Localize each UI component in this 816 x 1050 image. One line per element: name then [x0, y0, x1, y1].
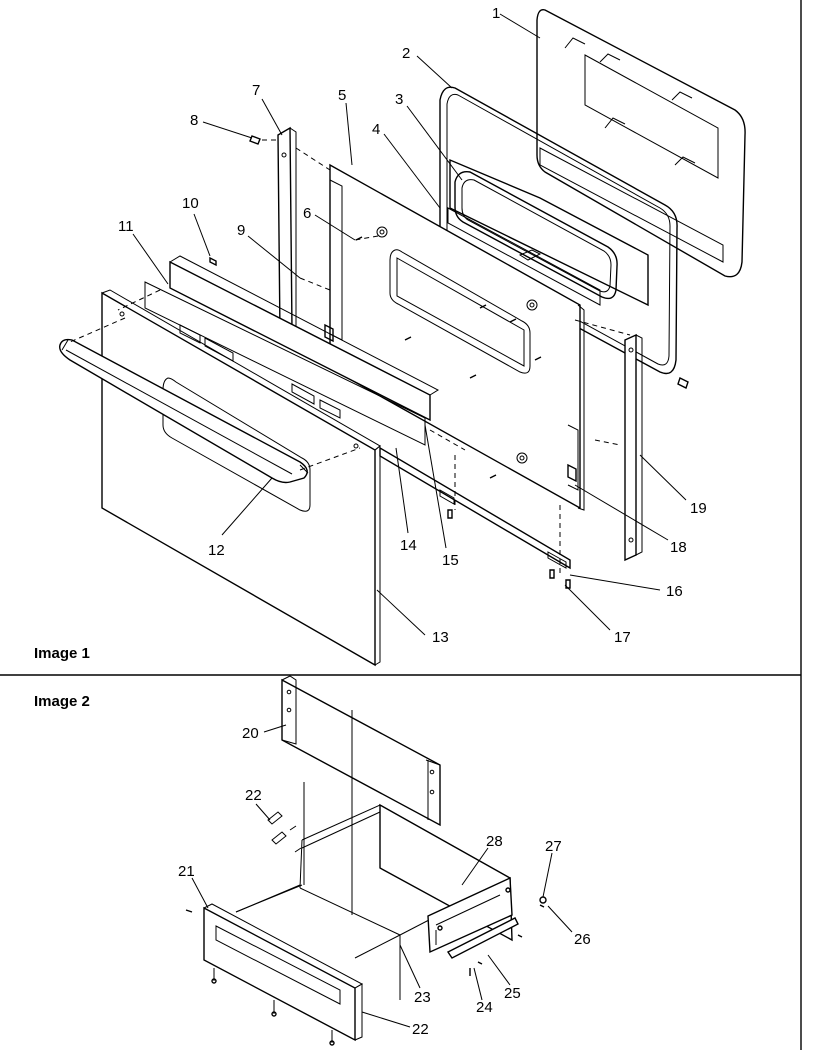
part-2-gasket: [439, 86, 678, 375]
image1-label: Image 1: [34, 645, 90, 662]
part-10-screw: [209, 256, 217, 267]
part-number-22-upper: 22: [245, 787, 262, 804]
part-13-outer-door: [101, 289, 381, 667]
image2-drawer-assembly: 20 22 21 28 27 26 23 25 24 22 Image 2: [34, 675, 591, 1046]
part-number-25: 25: [504, 985, 521, 1002]
part-3-window-pack: [447, 158, 649, 307]
part-number-2: 2: [402, 45, 410, 62]
part-1-door-liner: [536, 9, 746, 278]
image2-label: Image 2: [34, 693, 90, 710]
image1-door-assembly: 1 2 3 4 5 6 7 8 9 10 11 12 13 14 15 16 1…: [34, 5, 746, 667]
part-number-13: 13: [432, 629, 449, 646]
part-number-19: 19: [690, 500, 707, 517]
part-number-28: 28: [486, 833, 503, 850]
part-21-drawer-front: [203, 903, 364, 1046]
part-number-22-lower: 22: [412, 1021, 429, 1038]
part-number-7: 7: [252, 82, 260, 99]
part-number-24: 24: [476, 999, 493, 1016]
part-number-17: 17: [614, 629, 631, 646]
part-number-15: 15: [442, 552, 459, 569]
part-number-14: 14: [400, 537, 417, 554]
part-27-screw: [539, 896, 547, 904]
part-number-10: 10: [182, 195, 199, 212]
part-25-drawer-side: [427, 876, 519, 959]
part-number-5: 5: [338, 87, 346, 104]
part-5-inner-panel: [324, 163, 585, 511]
part-7-left-bracket: [277, 126, 297, 337]
part-number-8: 8: [190, 112, 198, 129]
part-8-screw: [249, 135, 261, 145]
part-number-23: 23: [414, 989, 431, 1006]
part-number-1: 1: [492, 5, 500, 22]
part-number-12: 12: [208, 542, 225, 559]
part-number-20: 20: [242, 725, 259, 742]
part-number-18: 18: [670, 539, 687, 556]
part-number-6: 6: [303, 205, 311, 222]
part-number-4: 4: [372, 121, 380, 138]
part-number-21: 21: [178, 863, 195, 880]
part-20-back-panel: [281, 675, 441, 827]
part-number-26: 26: [574, 931, 591, 948]
part-number-3: 3: [395, 91, 403, 108]
part-number-27: 27: [545, 838, 562, 855]
part-19-right-bracket: [624, 333, 643, 562]
part-number-11: 11: [118, 218, 134, 235]
part-22-clips: [267, 811, 302, 853]
part-number-16: 16: [666, 583, 683, 600]
part-number-9: 9: [237, 222, 245, 239]
part-11-vent-panel: [144, 255, 440, 446]
